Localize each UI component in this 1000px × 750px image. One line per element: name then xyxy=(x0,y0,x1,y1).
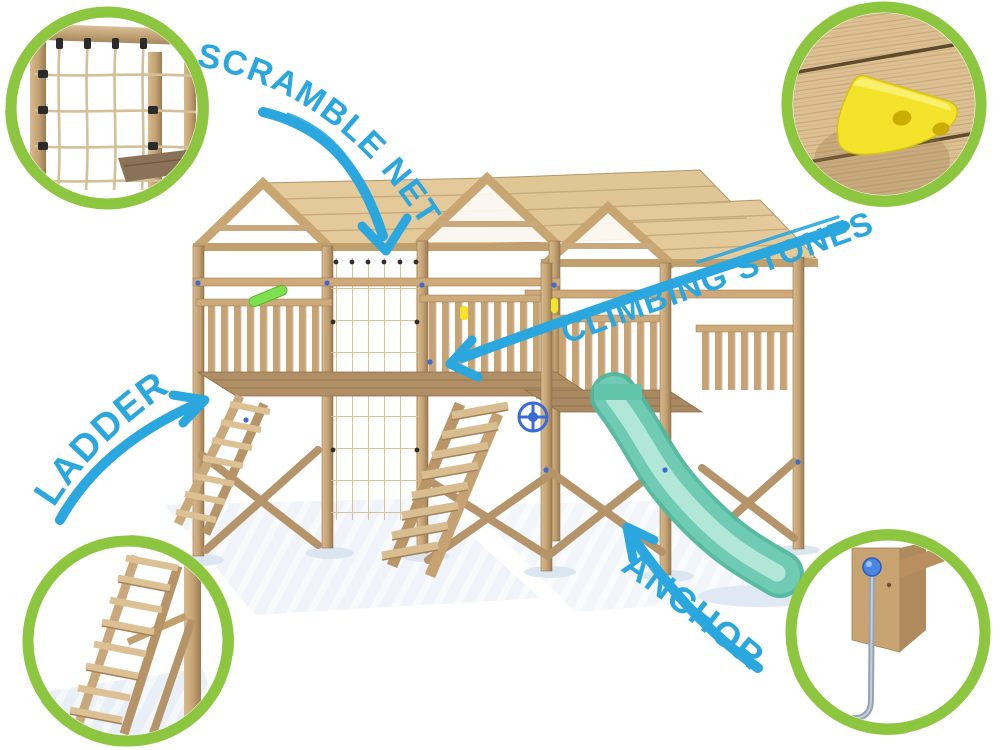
climbing-stones-arrow xyxy=(445,215,850,382)
railings xyxy=(195,294,799,390)
callout-anchor xyxy=(785,529,991,735)
ladder-arrow xyxy=(55,390,210,525)
anchor-bolt-cap xyxy=(862,557,882,577)
grab-handle xyxy=(248,284,288,308)
scramble-net-arrow xyxy=(258,107,412,256)
side-ladder xyxy=(173,394,271,536)
callout-scramble-net-ring xyxy=(5,6,209,210)
callout-climbing-stone-photo xyxy=(793,13,975,195)
callout-anchor-ring xyxy=(785,529,991,735)
wall-climbing-stones xyxy=(460,298,558,320)
callout-climbing-stone-ring xyxy=(781,1,987,207)
slide xyxy=(590,372,804,598)
callout-climbing-stone xyxy=(781,1,987,207)
callout-anchor-photo xyxy=(797,541,979,723)
steering-wheel xyxy=(517,401,549,433)
bolts xyxy=(195,280,801,473)
callout-ladder-photo xyxy=(34,547,222,735)
annotation-arrows xyxy=(55,107,850,673)
anchors-arrow xyxy=(622,522,763,673)
callout-ladder-ring xyxy=(22,535,234,747)
callout-ladder xyxy=(22,535,234,747)
front-steps xyxy=(381,401,509,579)
